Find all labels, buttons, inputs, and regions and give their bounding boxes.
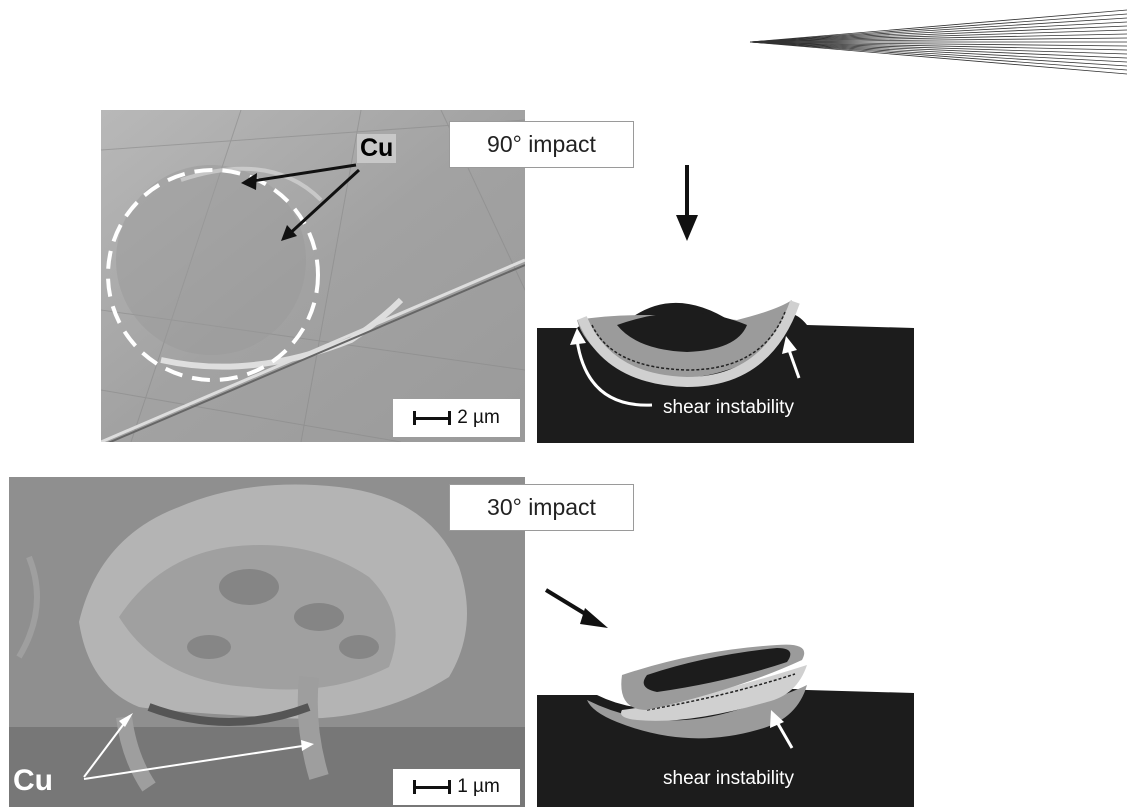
impact-label-90: 90° impact [449,121,634,168]
scale-label-top: 2 µm [457,407,500,429]
impact-direction-arrow-90 [672,165,702,245]
scale-bar-top: 2 µm [393,399,520,437]
impact-direction-arrow-30 [544,586,610,632]
scale-bar-icon [413,411,451,425]
impact-label-30: 30° impact [449,484,634,531]
line-fan-graphic [745,0,1127,95]
scale-label-bottom: 1 µm [457,776,500,798]
simulation-90-impact [537,290,914,443]
shear-instability-label-top: shear instability [663,397,794,419]
cu-label-bottom: Cu [13,764,53,798]
scale-bar-icon [413,780,451,794]
shear-instability-label-bottom: shear instability [663,768,794,790]
cu-label-top: Cu [357,134,396,163]
scale-bar-bottom: 1 µm [393,769,520,805]
sem-image-30-impact [9,477,525,807]
